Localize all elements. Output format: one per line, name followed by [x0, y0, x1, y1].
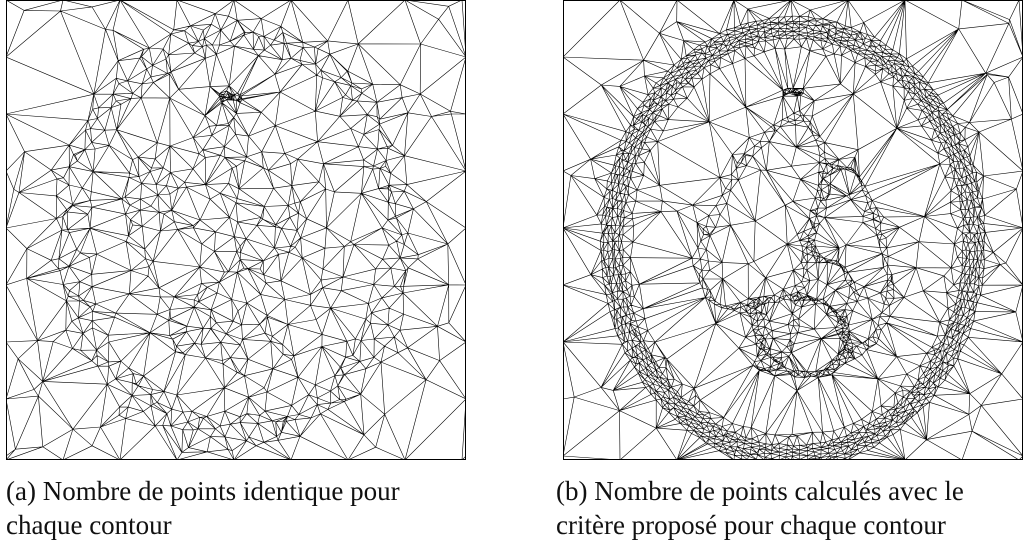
caption-a-text: Nombre de points identique pour chaque c…: [6, 476, 400, 540]
mesh-uniform-image: [6, 0, 466, 460]
caption-b: (b) Nombre de points calculés avec le cr…: [556, 474, 1026, 542]
mesh-edges: [6, 0, 466, 460]
caption-b-text: Nombre de points calculés avec le critèr…: [556, 476, 964, 540]
caption-a-label: (a): [6, 476, 36, 506]
caption-b-label: (b): [556, 476, 587, 506]
figure-b: [563, 0, 1023, 460]
mesh-edges: [563, 0, 1023, 460]
caption-a: (a) Nombre de points identique pour chaq…: [6, 474, 476, 542]
figure-a: [6, 0, 466, 460]
mesh-frame: [564, 1, 1023, 460]
mesh-adaptive-image: [563, 0, 1023, 460]
